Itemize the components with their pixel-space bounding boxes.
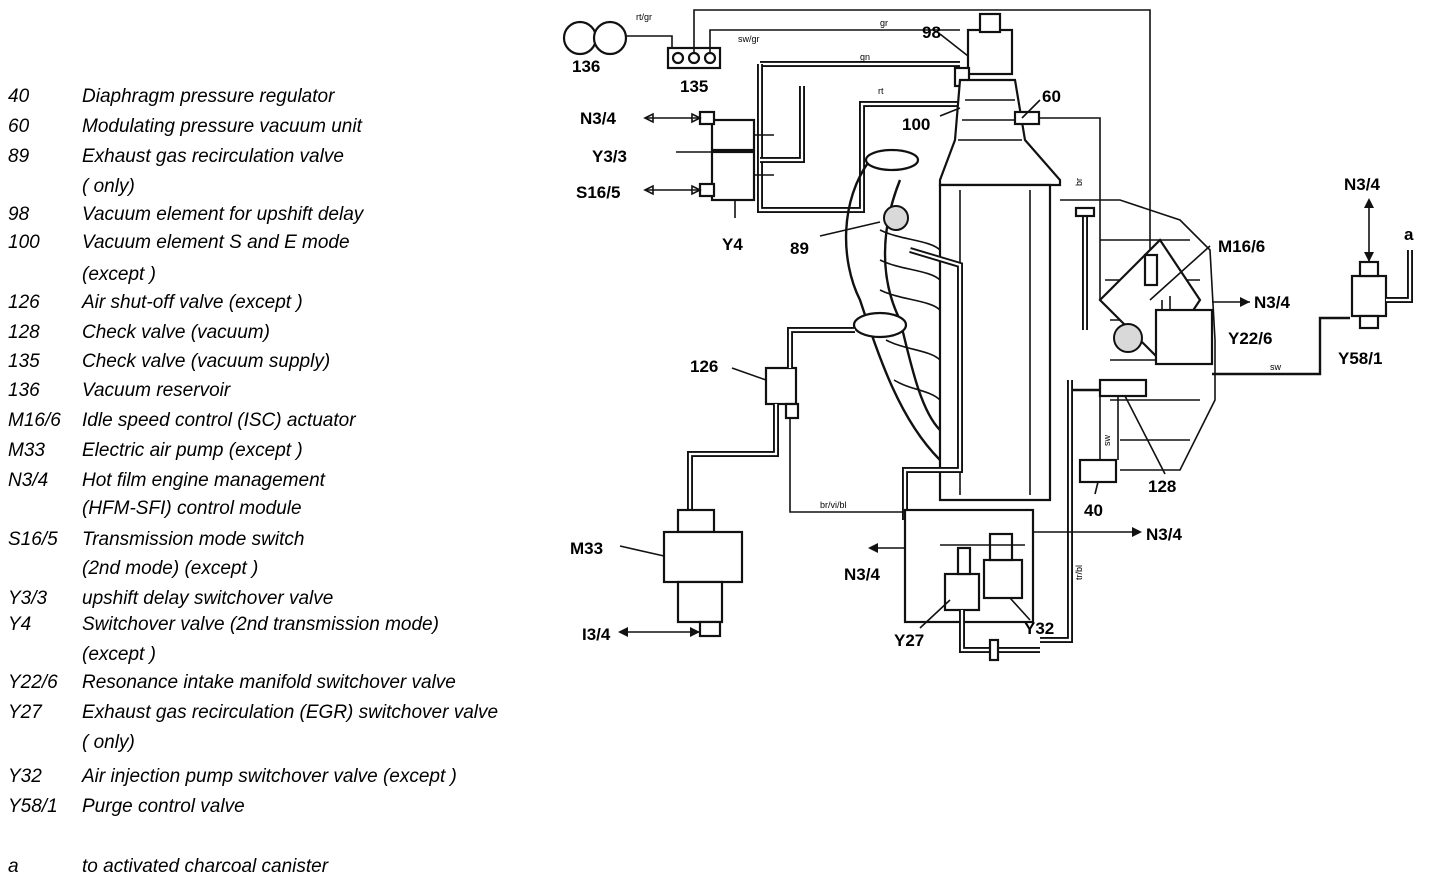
legend-code: 98	[8, 204, 30, 225]
wire-label-br: br	[1074, 178, 1084, 186]
label-136: 136	[572, 57, 600, 76]
wire-label-brvibl: br/vi/bl	[820, 500, 847, 510]
label-n3-4-d: N3/4	[1146, 525, 1182, 544]
air-pump-m33	[662, 508, 744, 638]
legend-description: Exhaust gas recirculation (EGR) switchov…	[82, 702, 499, 723]
legend-description: ( only)	[82, 732, 135, 753]
label-y58-1: Y58/1	[1338, 349, 1382, 368]
legend-description: Purge control valve	[82, 796, 245, 817]
check-valve-128	[1070, 378, 1148, 398]
air-shutoff-valve-126	[764, 366, 800, 420]
legend-code: 126	[8, 292, 40, 313]
legend-description: Transmission mode switch	[82, 529, 305, 550]
switchover-valve-y4	[698, 110, 774, 202]
label-y4: Y4	[722, 235, 743, 254]
legend-code: Y4	[8, 614, 32, 635]
label-40: 40	[1084, 501, 1103, 520]
legend-description: (except )	[82, 644, 156, 665]
legend-description: Switchover valve (2nd transmission mode)	[82, 614, 439, 635]
legend-code: 60	[8, 116, 30, 137]
pressure-regulator-40	[1078, 396, 1119, 484]
legend-description: Exhaust gas recirculation valve	[82, 146, 344, 167]
label-n3-4-b: N3/4	[1254, 293, 1290, 312]
label-i3-4: I3/4	[582, 625, 611, 644]
legend-code: N3/4	[8, 470, 49, 491]
legend-code: M16/6	[8, 410, 61, 431]
label-98: 98	[922, 23, 941, 42]
legend-code: 136	[8, 380, 40, 401]
wire-label-swgr: sw/gr	[738, 34, 760, 44]
vacuum-element-98	[953, 12, 1014, 88]
resonance-valve-y22-6	[1154, 296, 1214, 366]
wire-label-sw: sw	[1270, 362, 1282, 372]
vacuum-reservoir-136	[562, 20, 673, 56]
label-60: 60	[1042, 87, 1061, 106]
legend-description: (HFM-SFI) control module	[82, 498, 302, 519]
legend-code: 128	[8, 322, 40, 343]
legend-code: S16/5	[8, 529, 58, 550]
legend-code: Y27	[8, 702, 42, 723]
legend-code: 40	[8, 86, 30, 107]
legend: 40 Diaphragm pressure regulator 60 Modulati…	[0, 0, 560, 884]
legend-description: Vacuum reservoir	[82, 380, 231, 401]
legend-description: ( only)	[82, 176, 135, 197]
legend-description: to activated charcoal canister	[82, 856, 329, 877]
label-n3-4-c: N3/4	[844, 565, 880, 584]
legend-description: Hot film engine management	[82, 470, 325, 491]
wire-label-sws: sw	[1102, 435, 1112, 447]
legend-code: Y32	[8, 766, 42, 787]
legend-description: Check valve (vacuum)	[82, 322, 270, 343]
legend-code: 89	[8, 146, 30, 167]
wire-label-gn: gn	[860, 52, 870, 62]
legend-code: 100	[8, 232, 40, 253]
label-y32: Y32	[1024, 619, 1054, 638]
legend-description: Diaphragm pressure regulator	[82, 86, 335, 107]
wire-label-rtgr: rt/gr	[636, 12, 652, 22]
switchover-valves-y27-y32	[903, 508, 1040, 662]
legend-description: Air injection pump switchover valve (exc…	[82, 766, 457, 787]
label-a: a	[1404, 225, 1414, 244]
purge-valve-y58-1	[1350, 250, 1413, 330]
legend-code: Y22/6	[8, 672, 58, 693]
label-y3-3: Y3/3	[592, 147, 627, 166]
legend-code: 135	[8, 351, 40, 372]
legend-description: Air shut-off valve (except )	[82, 292, 303, 313]
legend-description: Electric air pump (except )	[82, 440, 303, 461]
wire-label-rt: rt	[878, 86, 884, 96]
label-128: 128	[1148, 477, 1176, 496]
legend-description: Vacuum element S and E mode	[82, 232, 350, 253]
legend-description: Idle speed control (ISC) actuator	[82, 410, 356, 431]
legend-description: Resonance intake manifold switchover val…	[82, 672, 456, 693]
label-100: 100	[902, 115, 930, 134]
legend-description: (2nd mode) (except )	[82, 558, 259, 579]
legend-code: M33	[8, 440, 45, 461]
legend-description: Vacuum element for upshift delay	[82, 204, 364, 225]
label-n3-4-top: N3/4	[1344, 175, 1380, 194]
vacuum-diagram-svg: rt/gr gr sw/gr gn rt sw br/vi/bl tr/bl b…	[562, 9, 1414, 662]
legend-code: Y58/1	[8, 796, 58, 817]
wire-label-trbl: tr/bl	[1074, 565, 1084, 580]
check-valve-135	[666, 9, 1151, 260]
label-y27: Y27	[894, 631, 924, 650]
label-s16-5: S16/5	[576, 183, 620, 202]
label-y22-6: Y22/6	[1228, 329, 1272, 348]
legend-description: (except )	[82, 264, 156, 285]
label-n3-4-a: N3/4	[580, 109, 616, 128]
legend-description: Check valve (vacuum supply)	[82, 351, 331, 372]
label-89: 89	[790, 239, 809, 258]
label-m33: M33	[570, 539, 603, 558]
label-135: 135	[680, 77, 708, 96]
legend-description: Modulating pressure vacuum unit	[82, 116, 362, 137]
label-126: 126	[690, 357, 718, 376]
legend-code: Y3/3	[8, 588, 48, 609]
legend-code: a	[8, 856, 19, 877]
legend-description: upshift delay switchover valve	[82, 588, 334, 609]
label-m16-6: M16/6	[1218, 237, 1265, 256]
wire-label-gr: gr	[880, 18, 888, 28]
vacuum-diagram: rt/gr gr sw/gr gn rt sw br/vi/bl tr/bl b…	[560, 0, 1440, 884]
egr-valve-89	[883, 205, 963, 520]
